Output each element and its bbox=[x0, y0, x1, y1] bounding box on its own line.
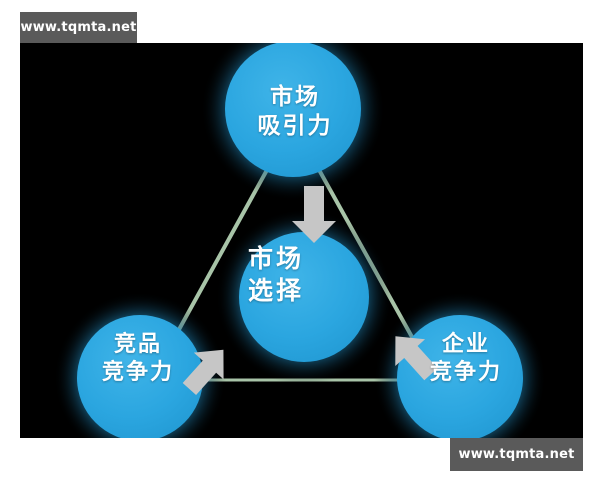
watermark-top: www.tqmta.net bbox=[20, 12, 137, 43]
diagram-graphic bbox=[54, 43, 546, 438]
circle-market-selection[interactable] bbox=[239, 232, 369, 362]
arrow-left-to-center-icon bbox=[182, 349, 224, 396]
arrow-top-to-center-icon bbox=[292, 186, 336, 243]
circle-market-attractiveness[interactable] bbox=[225, 43, 361, 177]
arrow-right-to-center-icon bbox=[395, 336, 438, 381]
diagram-panel: 市场 吸引力 市场 选择 竞品 竞争力 企业 竞争力 bbox=[20, 43, 583, 438]
circle-competitor-competitiveness[interactable] bbox=[77, 315, 203, 438]
circle-enterprise-competitiveness[interactable] bbox=[397, 315, 523, 438]
watermark-bottom: www.tqmta.net bbox=[450, 438, 583, 471]
